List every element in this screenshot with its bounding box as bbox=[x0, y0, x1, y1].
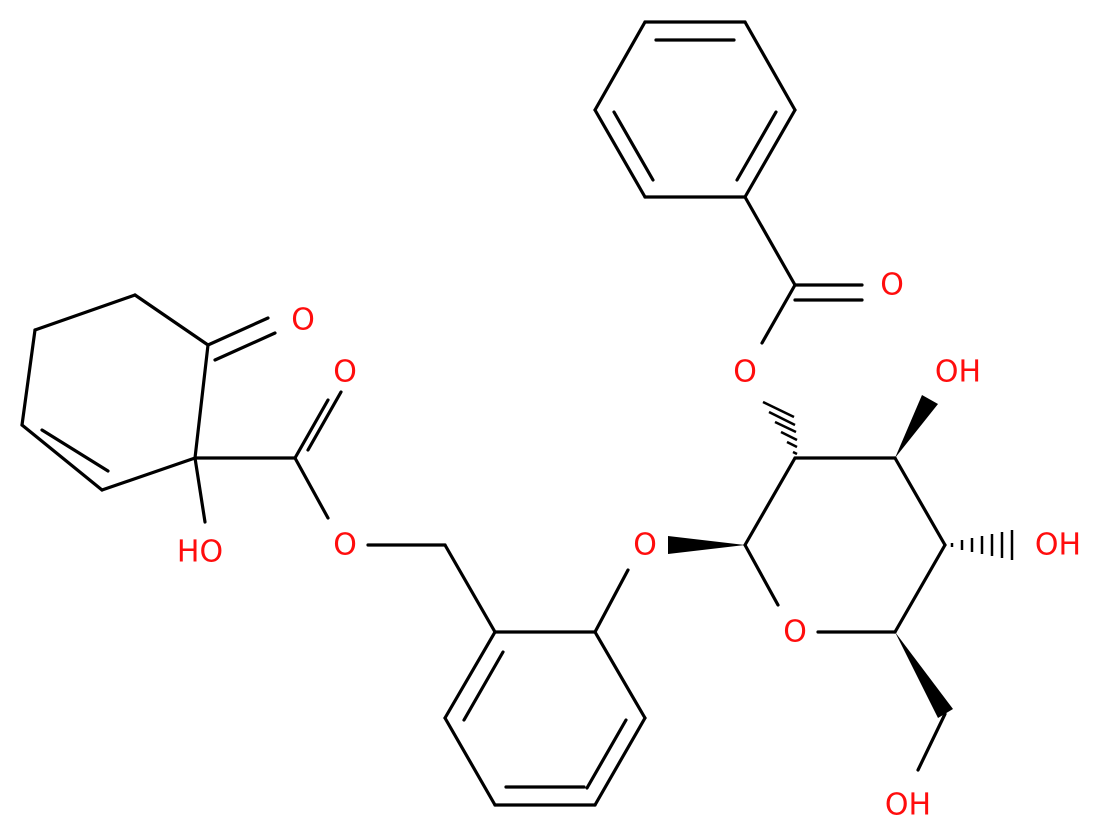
cyclohexenone-ring bbox=[20, 293, 210, 492]
atom-o-ketone: O bbox=[291, 303, 315, 338]
benzoyl-carbonyl bbox=[743, 195, 864, 345]
atom-o-ester: O bbox=[333, 528, 357, 563]
ester-carbonyl bbox=[193, 390, 343, 520]
glycosidic-o-aryl-bond bbox=[593, 568, 630, 634]
atom-ho-tertiary: HO bbox=[177, 535, 223, 570]
benzyl-aromatic-ring bbox=[443, 630, 647, 807]
bold-wedge-c5-ch2 bbox=[895, 632, 953, 718]
bold-wedge-c1-o bbox=[668, 536, 745, 554]
bold-wedge-c3-oh bbox=[895, 395, 938, 458]
ch2-oh-bond bbox=[916, 712, 947, 772]
hashed-wedge-c2-o bbox=[762, 400, 798, 456]
atom-o-benzoyl-carbonyl: O bbox=[880, 268, 904, 303]
ketone-carbonyl bbox=[206, 316, 277, 362]
pyranose-ring bbox=[743, 456, 947, 634]
benzoyl-phenyl-ring bbox=[593, 20, 797, 199]
atom-o-benzoyl-ester: O bbox=[733, 355, 757, 390]
tertiary-oh-bond bbox=[193, 456, 207, 524]
atom-o-glycosidic: O bbox=[633, 528, 657, 563]
atom-o-ring: O bbox=[783, 615, 807, 650]
atom-oh-c6: OH bbox=[885, 788, 931, 823]
hashed-wedge-c4-oh bbox=[950, 530, 1014, 560]
atom-o-ester-carbonyl: O bbox=[333, 355, 357, 390]
aryl-ch2-bond bbox=[443, 543, 497, 634]
atom-oh-c4: OH bbox=[1035, 528, 1081, 563]
atom-oh-c3: OH bbox=[935, 355, 981, 390]
